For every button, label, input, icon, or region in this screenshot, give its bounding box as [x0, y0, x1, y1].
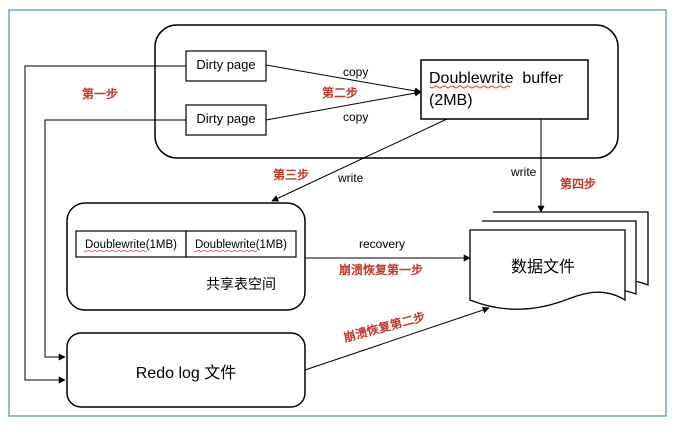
doublewrite-buffer-box	[420, 59, 589, 120]
step4-label: 第四步	[560, 176, 596, 191]
step2-label: 第二步	[322, 85, 358, 100]
copy-arrow-2	[265, 89, 422, 121]
redo-log-label: Redo log 文件	[136, 364, 237, 382]
write-label-datafile: write	[510, 165, 537, 179]
dirty-page-1-to-redo-connector	[24, 65, 186, 384]
redo-to-datafile-arrow	[304, 306, 490, 371]
dirty-page-label-1: Dirty page	[196, 57, 255, 72]
crash-recovery-step1-label: 崩溃恢复第一步	[339, 262, 423, 277]
step1-label: 第一步	[82, 86, 118, 101]
dirty-page-box-1	[185, 50, 267, 82]
doublewrite-buffer-size: (2MB)	[429, 92, 473, 109]
spellcheck-underline	[429, 85, 511, 89]
dirty-page-2-to-redo-connector	[44, 119, 186, 361]
doublewrite-segment-label-2: Doublewrite(1MB)	[195, 239, 287, 251]
doublewrite-segment-label-1: Doublewrite(1MB)	[85, 239, 177, 251]
step3-label: 第三步	[273, 167, 309, 182]
copy-label-2: copy	[343, 110, 368, 124]
buffer-pool-container	[154, 24, 619, 159]
spellcheck-underline	[83, 249, 148, 253]
recovery-label: recovery	[359, 237, 405, 251]
data-files-stack: 数据文件	[469, 211, 649, 310]
write-arrow-shared	[271, 118, 448, 202]
doublewrite-segment-2	[185, 230, 297, 258]
dirty-page-label-2: Dirty page	[196, 111, 255, 126]
copy-arrow-1	[265, 64, 422, 95]
doublewrite-segment-1	[75, 230, 187, 258]
doublewrite-buffer-label: Doublewrite buffer	[429, 70, 564, 87]
shared-tablespace-label: 共享表空间	[206, 276, 276, 292]
dirty-page-box-2	[185, 104, 267, 136]
data-file-page-front	[469, 229, 626, 310]
data-files-label: 数据文件	[511, 258, 575, 276]
spellcheck-underline	[193, 249, 258, 253]
write-label-shared: write	[337, 171, 364, 185]
copy-label-1: copy	[343, 65, 368, 79]
